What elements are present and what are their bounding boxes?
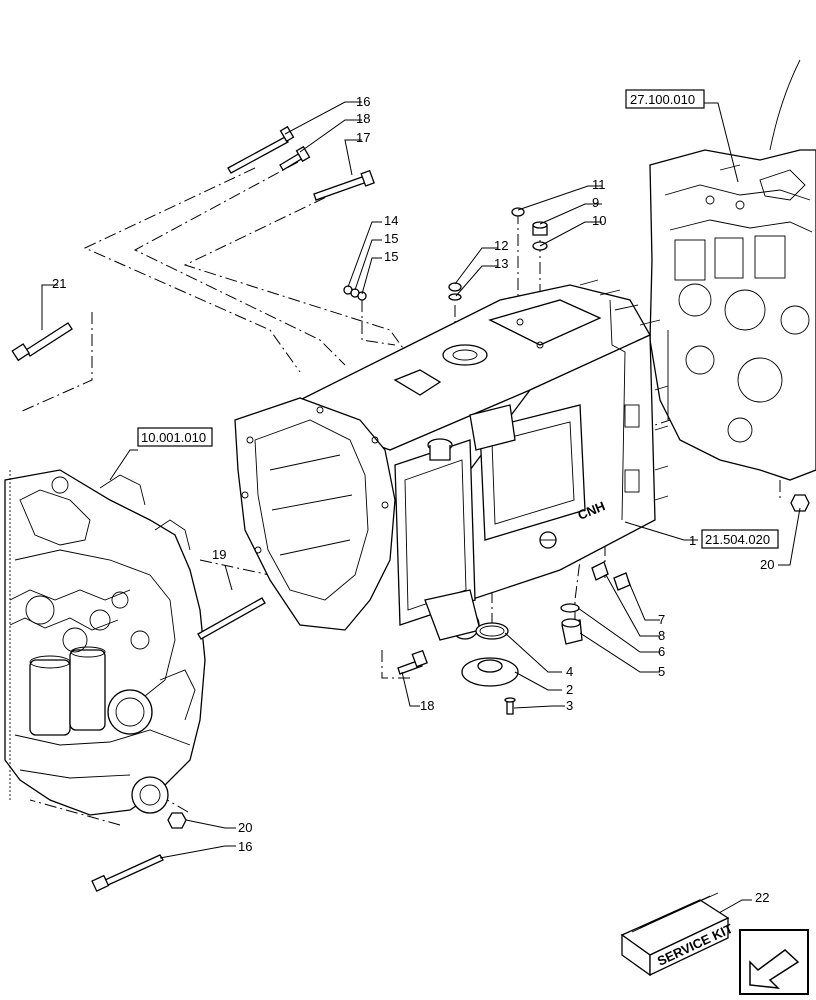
callout-labels: 16 18 17 21 14 15 15 12 13 11 9 10 1 20 … bbox=[52, 94, 774, 905]
oring-6 bbox=[560, 603, 580, 613]
oring-4 bbox=[475, 622, 509, 640]
callout-5: 5 bbox=[658, 664, 665, 679]
nut-20-right bbox=[790, 494, 810, 512]
transmission-housing-drawing: CNH bbox=[234, 279, 669, 641]
loose-parts bbox=[11, 125, 810, 892]
callout-12: 12 bbox=[494, 238, 508, 253]
callout-4: 4 bbox=[566, 664, 573, 679]
plug-8 bbox=[591, 561, 609, 581]
callout-1: 1 bbox=[689, 533, 696, 548]
callout-21: 21 bbox=[52, 276, 66, 291]
ref-label-27-100-010: 27.100.010 bbox=[630, 92, 695, 107]
ref-box-10-001-010[interactable] bbox=[137, 427, 213, 447]
long-bolt-16-bottom bbox=[104, 854, 164, 886]
ref-box-21-504-020[interactable] bbox=[701, 529, 779, 549]
rear-axle-housing-drawing bbox=[649, 59, 816, 481]
callout-16-bottom: 16 bbox=[238, 839, 252, 854]
callout-18-bottom: 18 bbox=[420, 698, 434, 713]
callout-14: 14 bbox=[384, 213, 398, 228]
stud-19 bbox=[197, 597, 266, 640]
reference-boxes: 27.100.010 10.001.010 21.504.020 bbox=[137, 89, 779, 549]
leader-lines bbox=[41, 101, 801, 919]
callout-18-top: 18 bbox=[356, 111, 370, 126]
callout-22: 22 bbox=[755, 890, 769, 905]
bolt-21 bbox=[25, 322, 73, 357]
long-bolt-16 bbox=[227, 136, 289, 174]
callout-16-top: 16 bbox=[356, 94, 370, 109]
callout-7: 7 bbox=[658, 612, 665, 627]
plug-12 bbox=[448, 282, 462, 292]
ref-label-10-001-010: 10.001.010 bbox=[141, 430, 206, 445]
callout-2: 2 bbox=[566, 682, 573, 697]
plug-7 bbox=[613, 572, 631, 591]
service-kit-drawing: SERVICE KIT bbox=[620, 892, 735, 977]
stud-15b bbox=[357, 291, 367, 301]
plug-11 bbox=[511, 207, 525, 217]
navigation-arrow-icon[interactable] bbox=[739, 929, 809, 995]
ref-box-27-100-010[interactable] bbox=[625, 89, 705, 109]
bolt-17 bbox=[313, 175, 368, 201]
ref-label-21-504-020: 21.504.020 bbox=[705, 532, 770, 547]
callout-11: 11 bbox=[592, 177, 606, 192]
callout-15a: 15 bbox=[384, 231, 398, 246]
callout-20-right: 20 bbox=[760, 557, 774, 572]
engine-assembly-drawing bbox=[4, 469, 206, 816]
callout-20-left: 20 bbox=[238, 820, 252, 835]
callout-6: 6 bbox=[658, 644, 665, 659]
callout-8: 8 bbox=[658, 628, 665, 643]
callout-13: 13 bbox=[494, 256, 508, 271]
callout-17: 17 bbox=[356, 130, 370, 145]
callout-9: 9 bbox=[592, 195, 599, 210]
callout-10: 10 bbox=[592, 213, 606, 228]
callout-15b: 15 bbox=[384, 249, 398, 264]
washer-13 bbox=[448, 293, 462, 301]
nut-20-left bbox=[167, 812, 187, 829]
callout-19: 19 bbox=[212, 547, 226, 562]
callout-3: 3 bbox=[566, 698, 573, 713]
